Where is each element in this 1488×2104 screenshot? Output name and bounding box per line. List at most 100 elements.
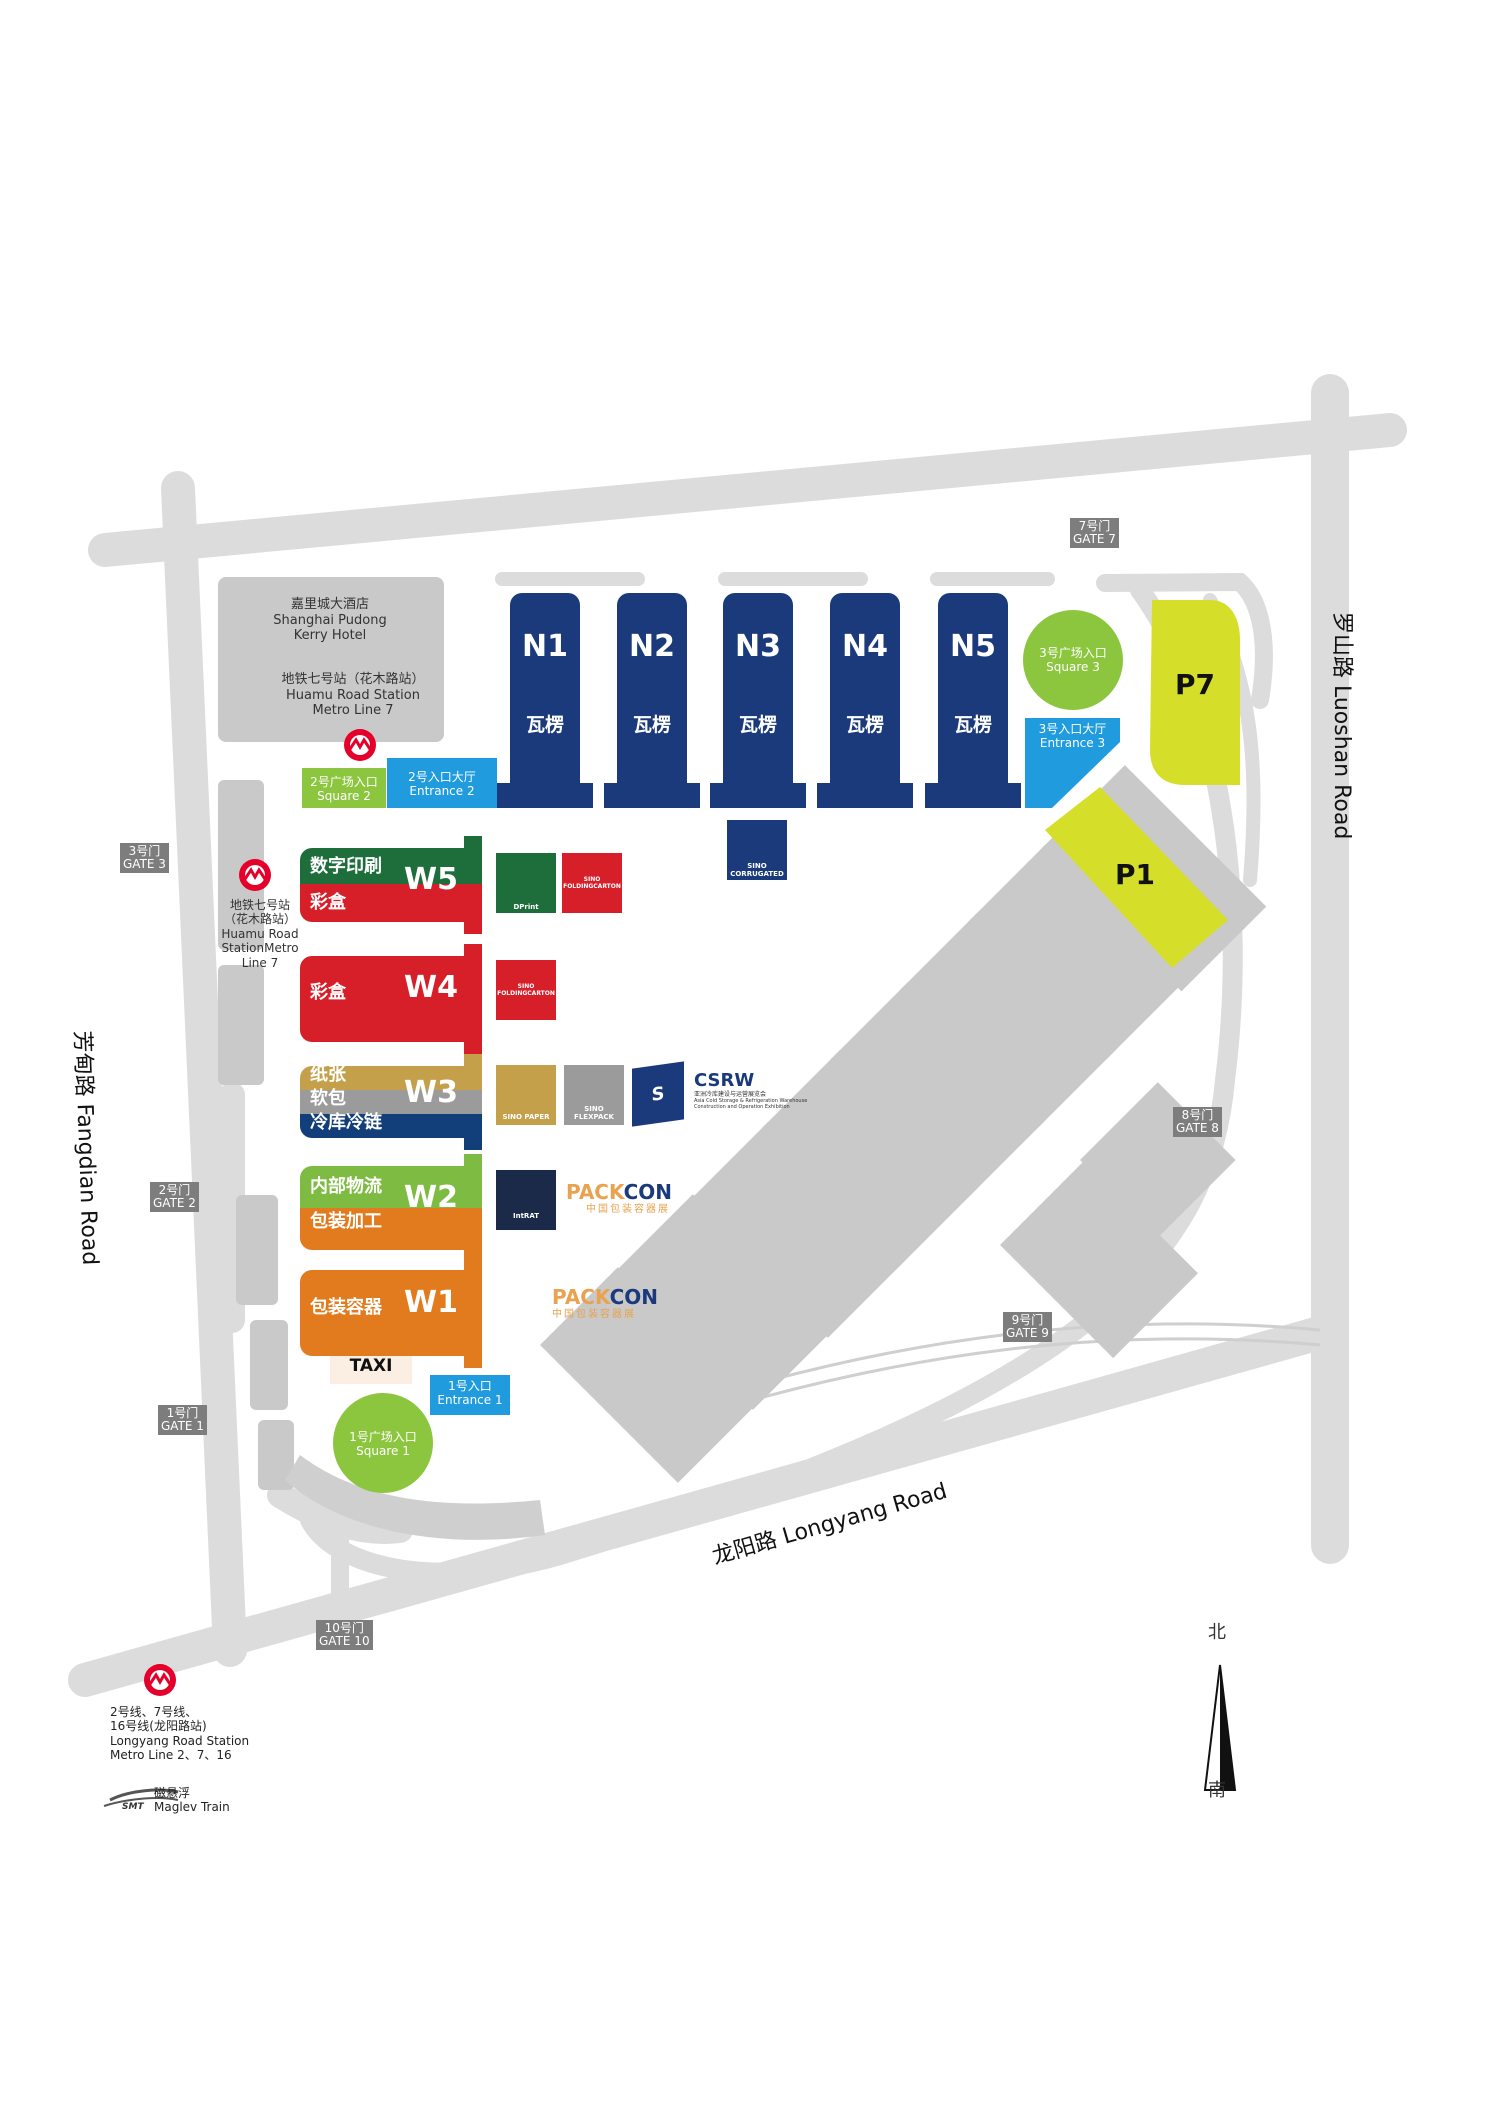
hall-n2 <box>604 593 700 808</box>
hall-w3-top <box>300 1054 482 1090</box>
entrance-1-en: Entrance 1 <box>437 1393 503 1408</box>
road-label-luoshan: 罗山路 Luoshan Road <box>1329 612 1354 840</box>
road-north <box>88 413 1407 567</box>
gate-1-en: GATE 1 <box>161 1419 204 1433</box>
gate-3-cn: 3号门 <box>128 844 161 858</box>
metro-left-en2: StationMetro <box>221 941 299 956</box>
hall-n5 <box>925 593 1021 808</box>
metro-left-en3: Line 7 <box>241 955 279 970</box>
logo-folding2: SINO FOLDINGCARTON <box>496 960 556 1020</box>
gate-8-cn: 8号门 <box>1181 1108 1214 1122</box>
packcon1-a: PACK <box>566 1180 624 1204</box>
gate-3-en: GATE 3 <box>123 857 166 871</box>
logo-papers: SINO PAPER <box>496 1065 556 1125</box>
logo-dprint: DPrint <box>496 853 556 913</box>
logo-corrugated: SINO CORRUGATED <box>727 820 787 880</box>
hall-w5-t2: 彩盒 <box>310 892 346 913</box>
gate-2-en: GATE 2 <box>153 1196 196 1210</box>
road-fangdian <box>161 471 247 1667</box>
metro-left-en1: Huamu Road <box>221 926 299 941</box>
hall-w2-bottom <box>300 1208 482 1262</box>
maglev-brand: SMT <box>122 1802 144 1812</box>
logo-csrw-mark: S <box>632 1061 684 1127</box>
packcon1-cn: 中国包装容器展 <box>586 1204 670 1215</box>
metro-bottom-l1: 2号线、7号线、 <box>110 1705 198 1719</box>
square-2-box <box>302 768 386 808</box>
gate-2-cn: 2号门 <box>158 1183 191 1197</box>
entrance-1-cn: 1号入口 <box>448 1379 492 1393</box>
square-3-en: Square 3 <box>1046 660 1100 675</box>
hall-n5-code: N5 <box>950 629 996 664</box>
hall-n1-cn: 瓦楞 <box>525 714 564 736</box>
metro-icon-bottom <box>144 1664 176 1696</box>
gate-9-en: GATE 9 <box>1006 1326 1049 1340</box>
hall-w3-mid <box>300 1090 482 1114</box>
logo-csrw-sub2: Asia Cold Storage & Refrigeration Wareho… <box>694 1098 808 1105</box>
logo-intralogistics: IntRAT <box>496 1170 556 1230</box>
parking-p1-label: P1 <box>1114 858 1155 891</box>
hall-w3-t1: 纸张 <box>310 1064 346 1085</box>
north-strips <box>495 572 1055 586</box>
hall-n5-cn: 瓦楞 <box>953 714 992 736</box>
compass-south: 南 <box>1208 1780 1226 1801</box>
hotel-label: 嘉里城大酒店 Shanghai Pudong Kerry Hotel <box>225 597 435 644</box>
logo-csrw-sub1: 亚洲冷库建设与运营展览会 <box>694 1091 767 1098</box>
hall-n4-code: N4 <box>842 629 888 664</box>
hall-w5-code: W5 <box>404 862 458 897</box>
hall-w3-t2: 软包 <box>310 1088 346 1109</box>
hall-w2-top <box>300 1154 482 1208</box>
gate-8-en: GATE 8 <box>1176 1121 1219 1135</box>
road-curve-sw <box>267 1482 413 1544</box>
hotel-en2: Kerry Hotel <box>293 628 367 644</box>
metro-bottom-l2: 16号线(龙阳路站) <box>110 1719 207 1734</box>
packcon2-cn: 中国包装容器展 <box>552 1309 636 1320</box>
logo-folding1: SINO FOLDINGCARTON <box>562 853 622 913</box>
metro-left-cn1: 地铁七号站 <box>229 898 290 912</box>
hall-w5-bottom <box>300 884 482 934</box>
hotel-cn: 嘉里城大酒店 <box>290 597 369 612</box>
logo-packcon1: PACKCON 中国包装容器展 <box>566 1180 672 1216</box>
maglev-icon <box>103 1788 179 1807</box>
packcon2-b: CON <box>609 1285 658 1309</box>
west-strips <box>218 780 294 1490</box>
hall-n3-cn: 瓦楞 <box>738 714 777 736</box>
hall-w5-t1: 数字印刷 <box>310 856 382 877</box>
hall-w2-t1: 内部物流 <box>310 1176 382 1197</box>
metro-icon-top <box>344 729 376 761</box>
hall-w3-t3: 冷库冷链 <box>310 1112 382 1133</box>
entrance-2-box <box>387 758 497 808</box>
hall-n1 <box>497 593 593 808</box>
logo-csrw-sub3: Construction and Operation Exhibition <box>694 1104 790 1111</box>
metro-top-cn: 地铁七号站（花木路站） <box>281 672 425 687</box>
hall-w2-code: W2 <box>404 1180 458 1215</box>
maglev-label: 磁悬浮 Maglev Train <box>154 1786 230 1815</box>
hall-n2-cn: 瓦楞 <box>632 714 671 736</box>
parking-p1 <box>1045 787 1228 968</box>
hall-n4-cn: 瓦楞 <box>845 714 884 736</box>
entrance-3-en: Entrance 3 <box>1039 736 1106 751</box>
entrance-3-box <box>1025 718 1120 808</box>
gate-9-cn: 9号门 <box>1011 1313 1044 1327</box>
hotel-block <box>218 577 444 742</box>
hall-n3-code: N3 <box>735 629 781 664</box>
hall-n4 <box>817 593 913 808</box>
logo-csrw-text: CSRW 亚洲冷库建设与运营展览会 Asia Cold Storage & Re… <box>694 1070 807 1110</box>
hotel-en1: Shanghai Pudong <box>273 612 387 628</box>
packcon1-b: CON <box>623 1180 672 1204</box>
metro-top-en2: Metro Line 7 <box>312 703 394 719</box>
packcon2-a: PACK <box>552 1285 610 1309</box>
square-1-circle <box>333 1393 433 1493</box>
gate-7-cn: 7号门 <box>1078 519 1111 533</box>
metro-top-en1: Huamu Road Station <box>286 687 420 703</box>
metro-icon-left <box>239 859 271 891</box>
hall-w1 <box>300 1258 482 1368</box>
